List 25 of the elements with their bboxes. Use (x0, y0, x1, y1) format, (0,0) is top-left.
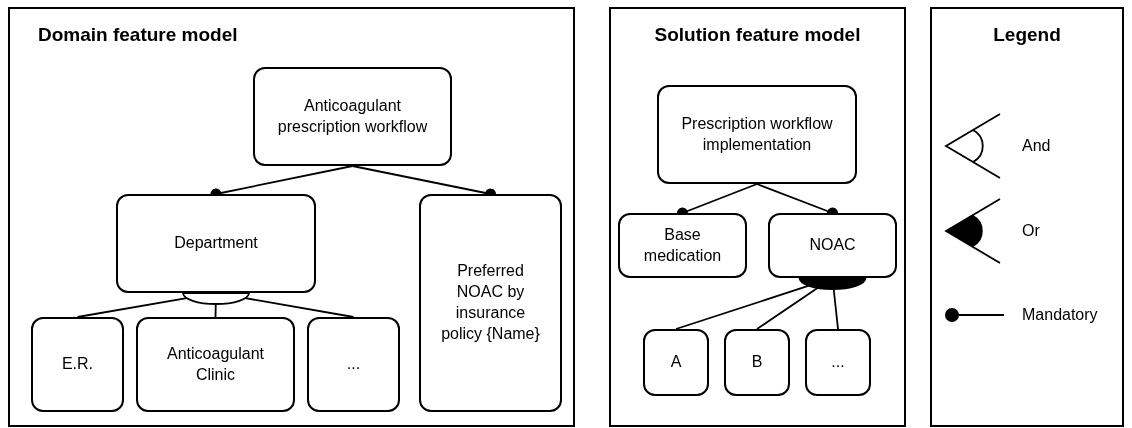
feature-box: A (643, 329, 709, 396)
feature-box: ... (307, 317, 400, 412)
feature-box: E.R. (31, 317, 124, 412)
feature-box: ... (805, 329, 871, 396)
feature-box: Base medication (618, 213, 747, 278)
connector-line (244, 297, 355, 318)
legend-label: Or (1022, 222, 1040, 240)
panel-frame (8, 7, 575, 427)
feature-box: B (724, 329, 790, 396)
panel-heading: Legend (992, 24, 1062, 46)
panel-heading: Domain feature model (38, 24, 238, 46)
panel-frame (609, 7, 906, 427)
connector-line (675, 284, 810, 330)
panel-frame (930, 7, 1124, 427)
legend-label: And (1022, 137, 1051, 155)
feature-box: Prescription workflow implementation (657, 85, 857, 184)
feature-box: NOAC (768, 213, 897, 278)
connector-line (756, 286, 819, 330)
feature-box: Preferred NOAC by insurance policy {Name} (419, 194, 562, 412)
connector-line (832, 288, 839, 330)
panel-heading: Solution feature model (653, 24, 862, 46)
legend-label: Mandatory (1022, 306, 1098, 324)
feature-box: Anticoagulant Clinic (136, 317, 295, 412)
feature-box: Anticoagulant prescription workflow (253, 67, 452, 166)
connector-line (76, 297, 188, 318)
